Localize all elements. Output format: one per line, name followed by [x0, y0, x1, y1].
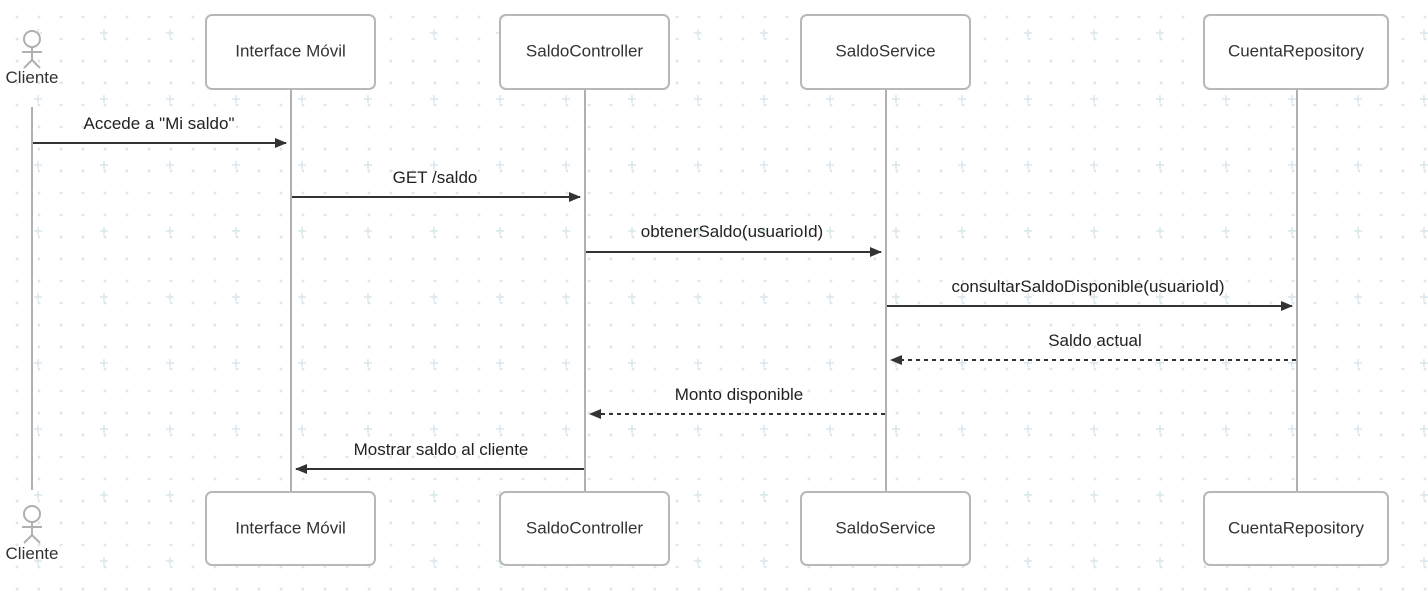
- message-label: obtenerSaldo(usuarioId): [641, 222, 823, 241]
- message-1[interactable]: Accede a "Mi saldo": [33, 114, 287, 148]
- stick-figure-icon: [22, 30, 42, 69]
- participant-label: SaldoService: [835, 41, 935, 60]
- message-2[interactable]: GET /saldo: [292, 168, 581, 202]
- message-6[interactable]: Monto disponible: [589, 385, 885, 419]
- participant-label: Interface Móvil: [235, 41, 346, 60]
- message-label: Accede a "Mi saldo": [84, 114, 235, 133]
- participant-box-controller-bottom[interactable]: SaldoController: [499, 491, 670, 566]
- participant-box-service-bottom[interactable]: SaldoService: [800, 491, 971, 566]
- participant-box-repository-top[interactable]: CuentaRepository: [1203, 14, 1389, 90]
- participant-label: SaldoService: [835, 518, 935, 537]
- actor-top[interactable]: Cliente: [6, 30, 59, 87]
- participant-box-repository-bottom[interactable]: CuentaRepository: [1203, 491, 1389, 566]
- participant-label: Interface Móvil: [235, 518, 346, 537]
- message-label: Monto disponible: [675, 385, 804, 404]
- grid-background: [34, 29, 1428, 565]
- message-label: Mostrar saldo al cliente: [354, 440, 529, 459]
- participant-box-interface-bottom[interactable]: Interface Móvil: [205, 491, 376, 566]
- message-label: consultarSaldoDisponible(usuarioId): [951, 277, 1224, 296]
- participant-label: CuentaRepository: [1228, 518, 1365, 537]
- actor-bottom[interactable]: Cliente: [6, 505, 59, 563]
- message-3[interactable]: obtenerSaldo(usuarioId): [586, 222, 882, 257]
- actor-label: Cliente: [6, 68, 59, 87]
- participant-box-interface-top[interactable]: Interface Móvil: [205, 14, 376, 90]
- participant-label: SaldoController: [526, 518, 644, 537]
- stick-figure-icon: [22, 505, 42, 544]
- message-4[interactable]: consultarSaldoDisponible(usuarioId): [887, 277, 1293, 311]
- actor-label: Cliente: [6, 544, 59, 563]
- participant-box-service-top[interactable]: SaldoService: [800, 14, 971, 90]
- message-5[interactable]: Saldo actual: [890, 331, 1296, 365]
- message-label: GET /saldo: [393, 168, 478, 187]
- participant-label: SaldoController: [526, 41, 644, 60]
- participant-box-controller-top[interactable]: SaldoController: [499, 14, 670, 90]
- message-7[interactable]: Mostrar saldo al cliente: [295, 440, 584, 474]
- participant-label: CuentaRepository: [1228, 41, 1365, 60]
- message-label: Saldo actual: [1048, 331, 1142, 350]
